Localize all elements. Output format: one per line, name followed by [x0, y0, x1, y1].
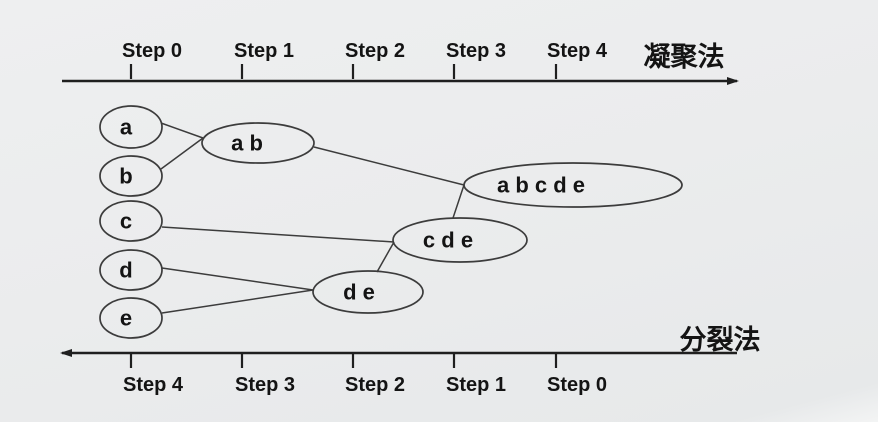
- agglomerative-step-label: Step 3: [446, 40, 506, 62]
- divisive-step-label: Step 0: [547, 374, 607, 396]
- cluster-label-abcde: a b c d e: [497, 173, 585, 198]
- cluster-ellipse-c: [99, 200, 163, 242]
- merge-edge-de-cde: [376, 241, 395, 273]
- merge-edge-cde-abcde: [452, 184, 465, 219]
- divisive-step-label: Step 1: [446, 374, 506, 396]
- cluster-ellipse-b: [99, 155, 163, 197]
- cluster-node-e: e: [99, 297, 163, 339]
- cluster-node-de: d e: [312, 270, 424, 314]
- divisive-step-label: Step 2: [345, 374, 405, 396]
- cluster-label-e: e: [120, 306, 132, 331]
- cluster-ellipse-e: [99, 297, 163, 339]
- cluster-ellipse-de: [312, 270, 424, 314]
- merge-edge-a-ab: [160, 122, 204, 139]
- cluster-node-ab: a b: [201, 122, 315, 164]
- divisive-axis: Step 4 Step 3 Step 2 Step 1 Step 0 分裂法: [60, 325, 761, 396]
- agglomerative-axis: Step 0 Step 1 Step 2 Step 3 Step 4 凝聚法: [62, 40, 739, 85]
- cluster-label-b: b: [119, 164, 132, 189]
- cluster-ellipse-cde: [392, 217, 528, 263]
- divisive-step-label: Step 4: [123, 374, 184, 396]
- cluster-ellipse-a: [99, 105, 163, 149]
- agglomerative-step-label: Step 2: [345, 40, 405, 62]
- cluster-node-b: b: [99, 155, 163, 197]
- agglomerative-step-label: Step 0: [122, 40, 182, 62]
- cluster-label-ab: a b: [231, 131, 263, 156]
- merge-edge-e-de: [161, 289, 314, 314]
- cluster-node-a: a: [99, 105, 163, 149]
- cluster-node-abcde: a b c d e: [463, 162, 683, 208]
- cluster-ellipse-d: [99, 249, 163, 291]
- cluster-node-cde: c d e: [392, 217, 528, 263]
- divisive-method-label: 分裂法: [680, 325, 761, 355]
- agglomerative-step-label: Step 1: [234, 40, 294, 62]
- merge-edge-c-cde: [161, 226, 395, 243]
- cluster-label-cde: c d e: [423, 228, 473, 253]
- cluster-label-a: a: [120, 115, 133, 140]
- agglomerative-method-label: 凝聚法: [644, 42, 725, 72]
- cluster-ellipse-ab: [201, 122, 315, 164]
- merge-edge-b-ab: [160, 137, 204, 170]
- cluster-ellipse-abcde: [463, 162, 683, 208]
- merge-edge-ab-abcde: [313, 146, 465, 186]
- merge-edges: [160, 122, 465, 314]
- divisive-step-label: Step 3: [235, 374, 295, 396]
- cluster-node-d: d: [99, 249, 163, 291]
- cluster-label-de: d e: [343, 280, 375, 305]
- cluster-label-c: c: [120, 209, 132, 234]
- agglomerative-step-label: Step 4: [547, 40, 608, 62]
- merge-edge-d-de: [161, 267, 314, 291]
- cluster-node-c: c: [99, 200, 163, 242]
- cluster-label-d: d: [119, 258, 132, 283]
